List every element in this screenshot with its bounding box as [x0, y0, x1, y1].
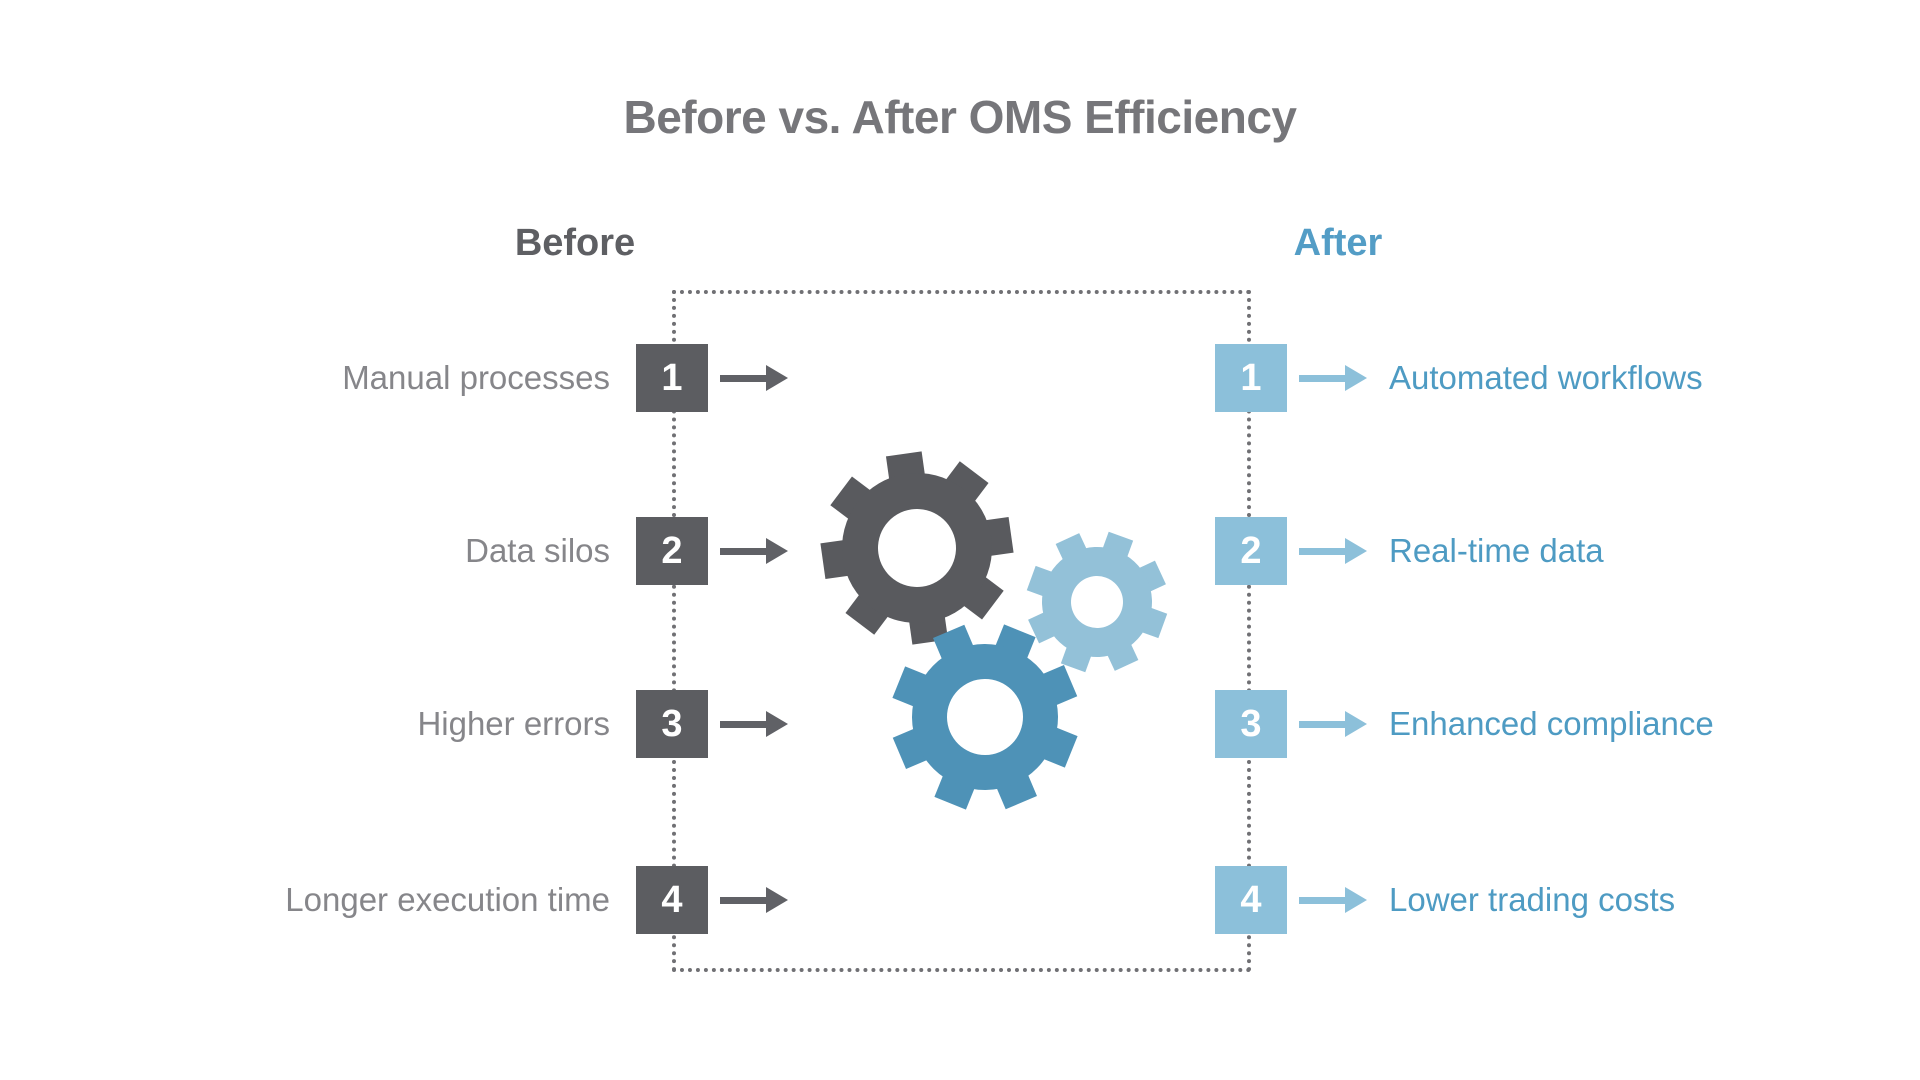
gear-light-blue-icon — [1026, 531, 1168, 673]
before-item-label: Data silos — [465, 532, 610, 569]
after-row-3: 3 Enhanced compliance — [1215, 690, 1714, 758]
gears-illustration — [820, 451, 1168, 810]
before-row-3: Higher errors 3 — [150, 690, 788, 758]
arrow-right-icon — [1299, 711, 1367, 737]
after-item-label: Enhanced compliance — [1389, 705, 1714, 742]
connector-frame — [672, 290, 1251, 972]
arrow-right-icon — [720, 887, 788, 913]
before-item-label: Manual processes — [342, 359, 610, 396]
before-column-header: Before — [514, 222, 636, 264]
after-step-box: 3 — [1215, 690, 1287, 758]
arrow-right-icon — [1299, 538, 1367, 564]
after-item-label: Real-time data — [1389, 532, 1604, 569]
after-row-1: 1 Automated workflows — [1215, 344, 1703, 412]
arrow-right-icon — [1299, 365, 1367, 391]
step-number: 1 — [1240, 356, 1262, 399]
after-row-2: 2 Real-time data — [1215, 517, 1604, 585]
step-number: 3 — [1240, 702, 1262, 745]
after-step-box: 2 — [1215, 517, 1287, 585]
after-item-label: Automated workflows — [1389, 359, 1703, 396]
before-row-2: Data silos 2 — [150, 517, 788, 585]
after-column-header: After — [1293, 222, 1383, 264]
before-item-label: Longer execution time — [285, 881, 610, 918]
arrow-right-icon — [720, 711, 788, 737]
gear-blue-icon — [892, 624, 1078, 810]
before-step-box: 2 — [636, 517, 708, 585]
arrow-right-icon — [1299, 887, 1367, 913]
after-item-label: Lower trading costs — [1389, 881, 1676, 918]
before-step-box: 1 — [636, 344, 708, 412]
before-step-box: 4 — [636, 866, 708, 934]
gear-dark-icon — [820, 451, 1014, 645]
after-row-4: 4 Lower trading costs — [1215, 866, 1675, 934]
step-number: 2 — [661, 529, 683, 572]
before-row-4: Longer execution time 4 — [150, 866, 788, 934]
before-step-box: 3 — [636, 690, 708, 758]
arrow-right-icon — [720, 538, 788, 564]
step-number: 3 — [661, 702, 683, 745]
step-number: 4 — [661, 878, 683, 921]
page-title: Before vs. After OMS Efficiency — [623, 91, 1298, 143]
step-number: 4 — [1240, 878, 1262, 921]
step-number: 2 — [1240, 529, 1262, 572]
before-row-1: Manual processes 1 — [150, 344, 788, 412]
before-item-label: Higher errors — [417, 705, 610, 742]
step-number: 1 — [661, 356, 683, 399]
after-step-box: 1 — [1215, 344, 1287, 412]
after-step-box: 4 — [1215, 866, 1287, 934]
arrow-right-icon — [720, 365, 788, 391]
